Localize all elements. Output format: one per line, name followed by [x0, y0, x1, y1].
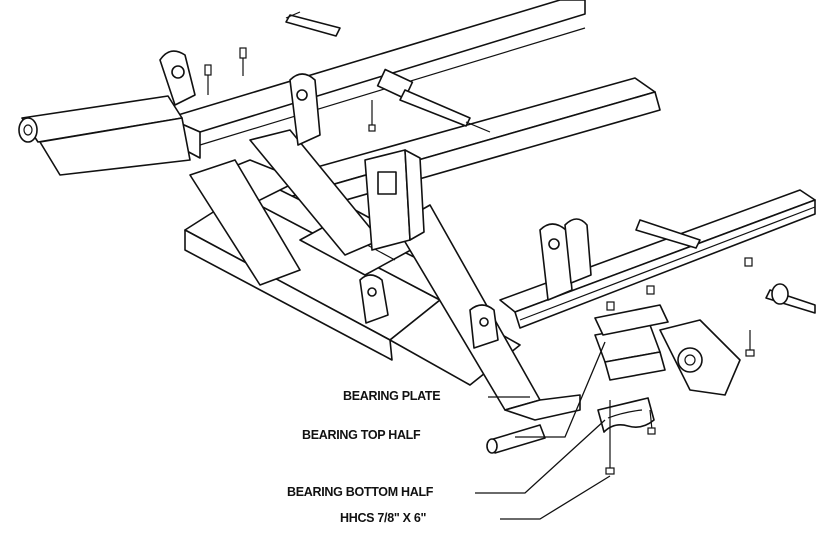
label-bearing-top-half: BEARING TOP HALF — [302, 428, 421, 442]
center-post — [364, 149, 425, 251]
bracket-center — [359, 274, 389, 324]
label-bearing-bottom-half: BEARING BOTTOM HALF — [287, 485, 434, 499]
bracket-right — [539, 218, 592, 301]
label-hhcs: HHCS 7/8" X 6" — [340, 511, 427, 525]
bracket-left-1 — [159, 50, 196, 106]
bolts — [204, 47, 755, 475]
spindle-right — [635, 219, 816, 314]
spindle-top — [285, 11, 341, 37]
right-rail — [499, 189, 816, 329]
leader-bearing-top-half — [515, 341, 606, 438]
left-extension-tube — [18, 95, 191, 176]
leader-hhcs — [500, 475, 611, 520]
leader-lines — [475, 341, 611, 520]
right-bearing-housing — [594, 319, 741, 396]
bracket-left-2 — [289, 73, 321, 146]
label-bearing-plate: BEARING PLATE — [343, 389, 441, 403]
spindle-upper — [376, 68, 491, 133]
bracket-lower — [469, 304, 499, 349]
exploded-bearing-top-half — [486, 424, 546, 454]
exploded-bearing-plate — [594, 304, 669, 336]
leader-bearing-bottom-half — [475, 419, 606, 494]
exploded-bearing-bottom-half — [597, 397, 655, 433]
